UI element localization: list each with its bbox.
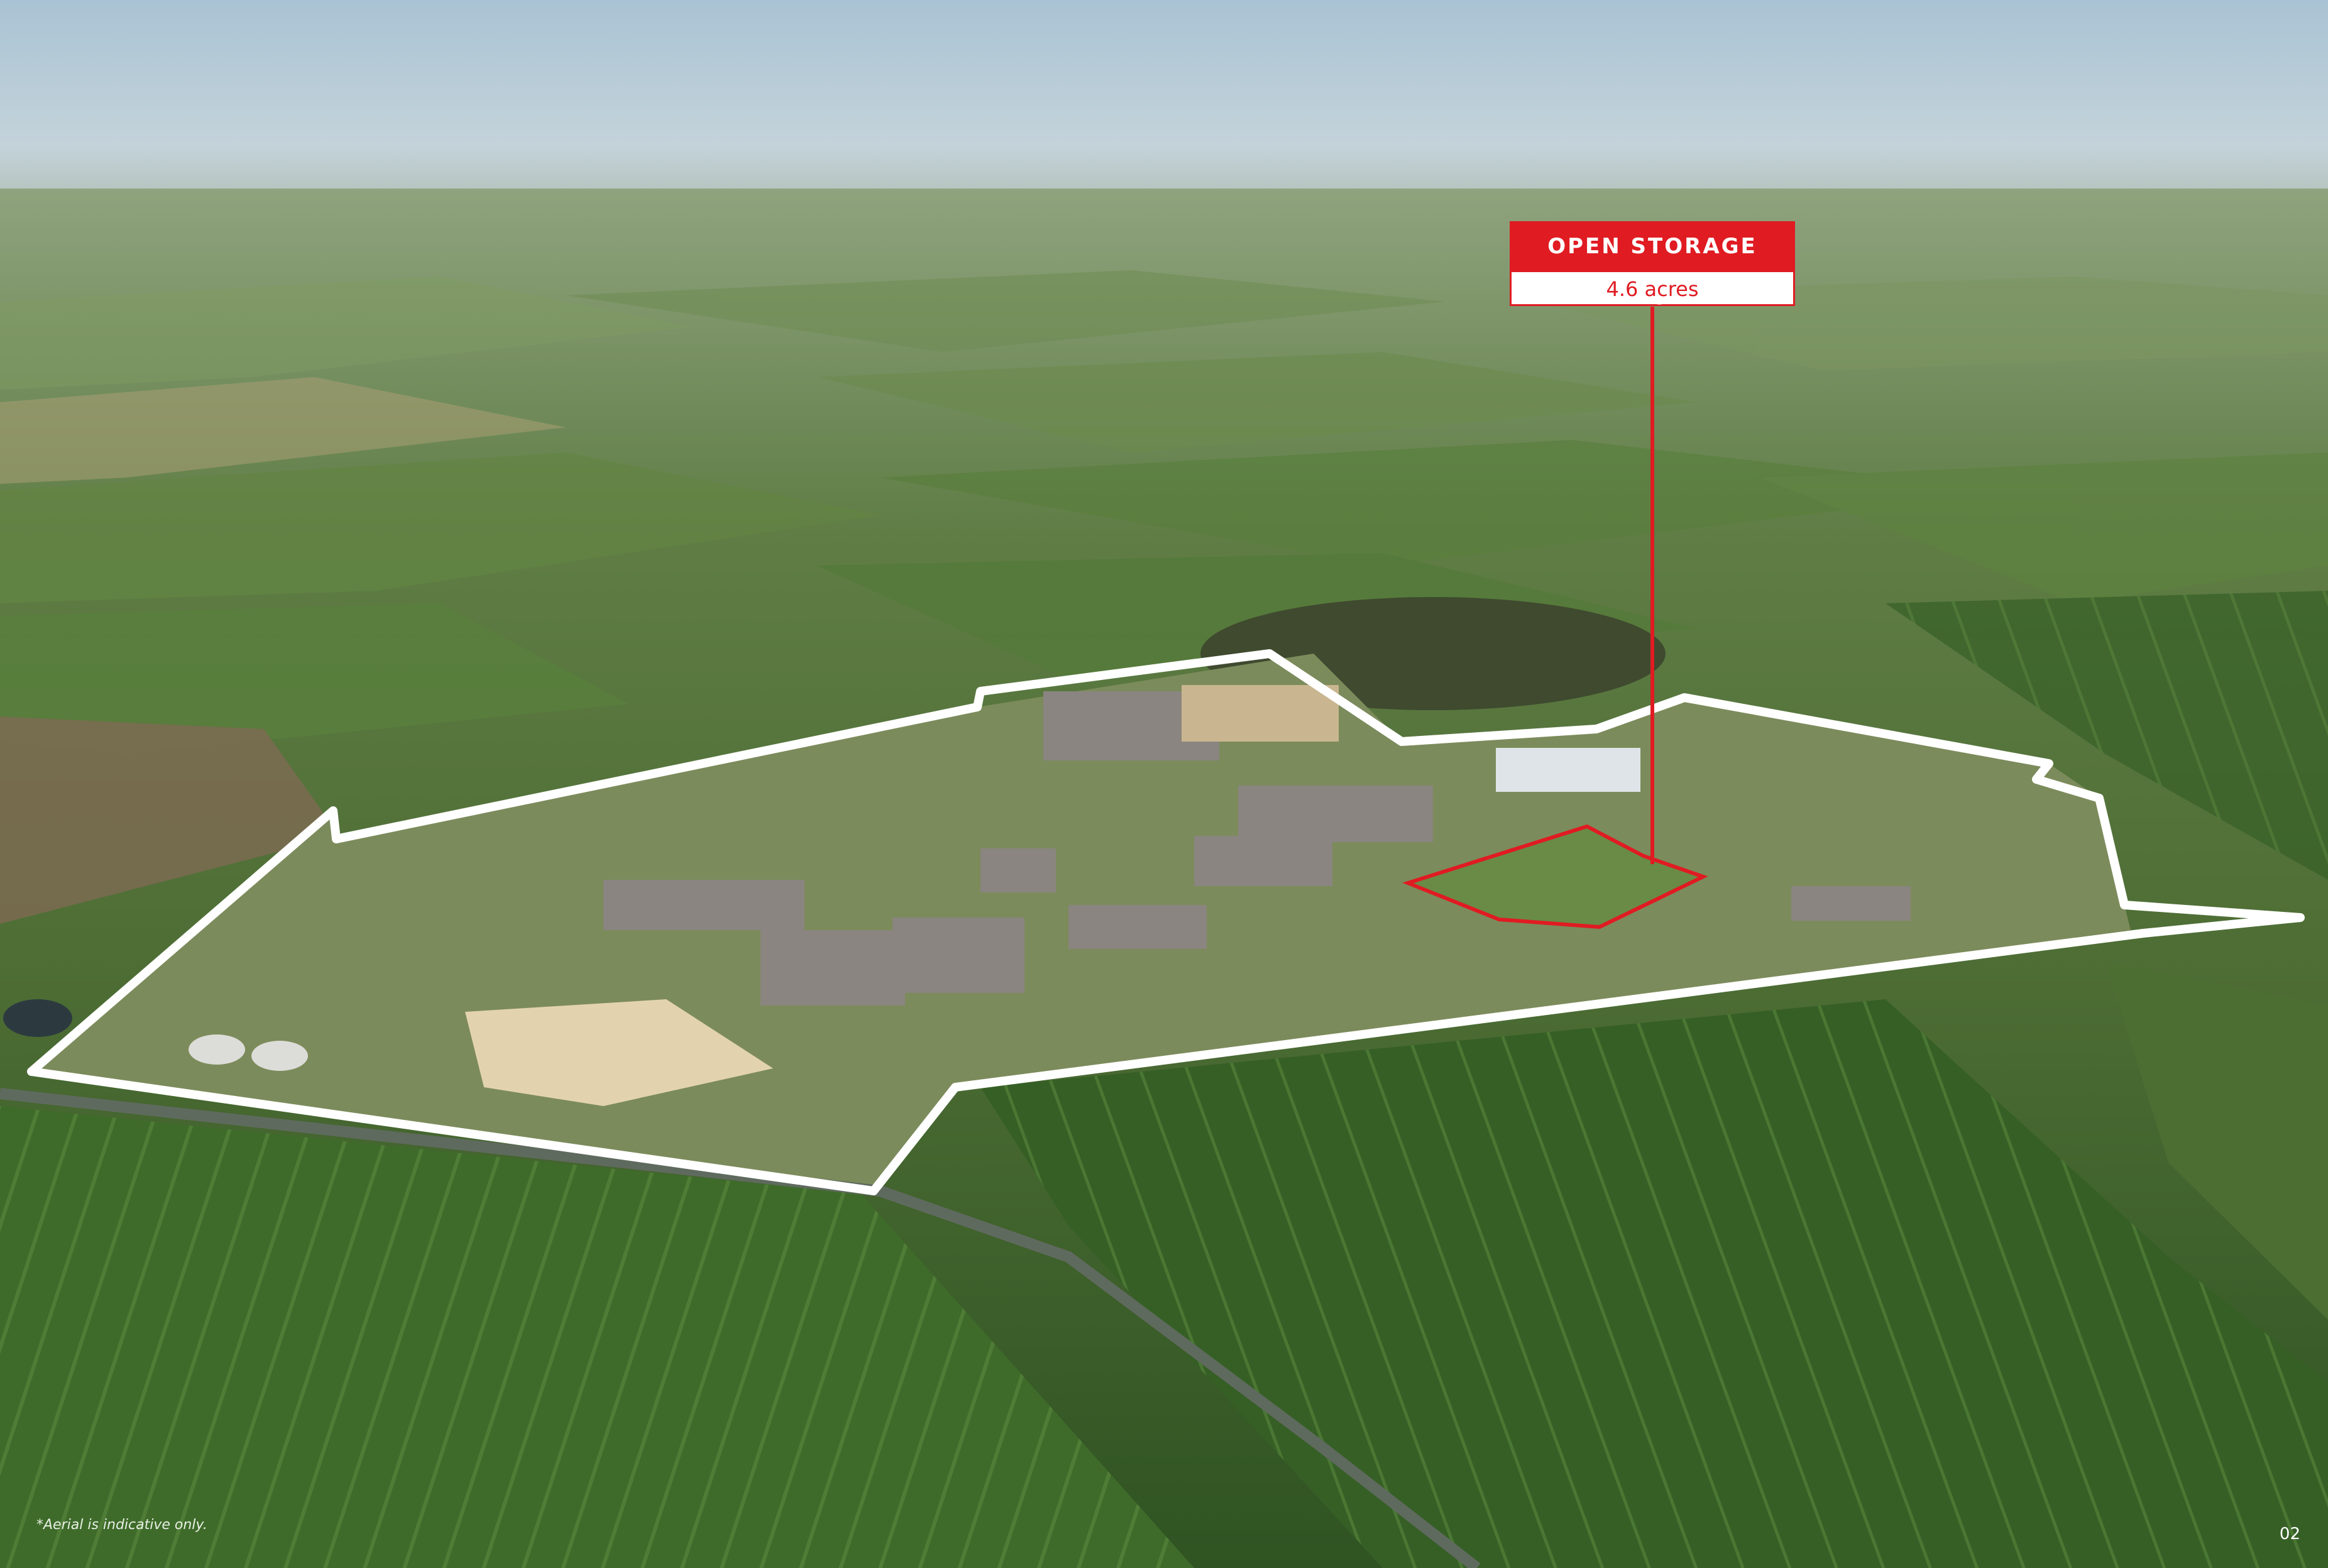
callout-area-value: 4.6 acres: [1510, 272, 1795, 306]
callout-title: OPEN STORAGE PLOT: [1510, 221, 1795, 310]
page-number: 02: [2279, 1525, 2300, 1543]
open-storage-plot-outline: [1402, 824, 1708, 929]
plot-callout: OPEN STORAGE PLOT 4.6 acres: [1510, 221, 1795, 310]
disclaimer-text: *Aerial is indicative only.: [36, 1517, 207, 1533]
site-boundary-outline: [27, 649, 2305, 1195]
